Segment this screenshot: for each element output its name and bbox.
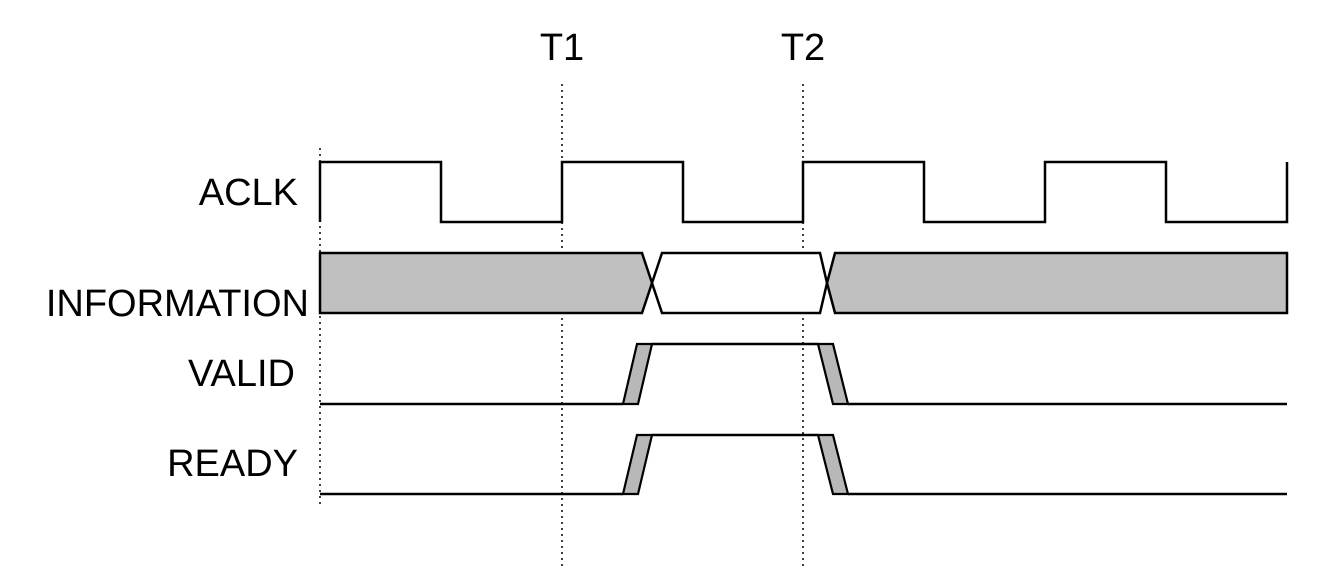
ready-falling-edge <box>816 433 850 496</box>
signal-label-ready: READY <box>167 443 298 485</box>
time-marker-t2-label: T2 <box>781 27 825 69</box>
signal-label-information: INFORMATION <box>46 283 309 325</box>
information-bus-invalid-after <box>825 251 1289 315</box>
signal-label-valid: VALID <box>188 353 295 395</box>
ready-rising-edge <box>621 433 654 496</box>
information-bus-valid-data <box>650 251 829 315</box>
valid-falling-edge <box>816 342 850 406</box>
signal-label-aclk: ACLK <box>199 172 298 214</box>
aclk-waveform <box>318 160 1289 224</box>
information-bus-invalid-before <box>318 251 654 315</box>
time-marker-t1-label: T1 <box>540 27 584 69</box>
valid-rising-edge <box>621 342 654 406</box>
